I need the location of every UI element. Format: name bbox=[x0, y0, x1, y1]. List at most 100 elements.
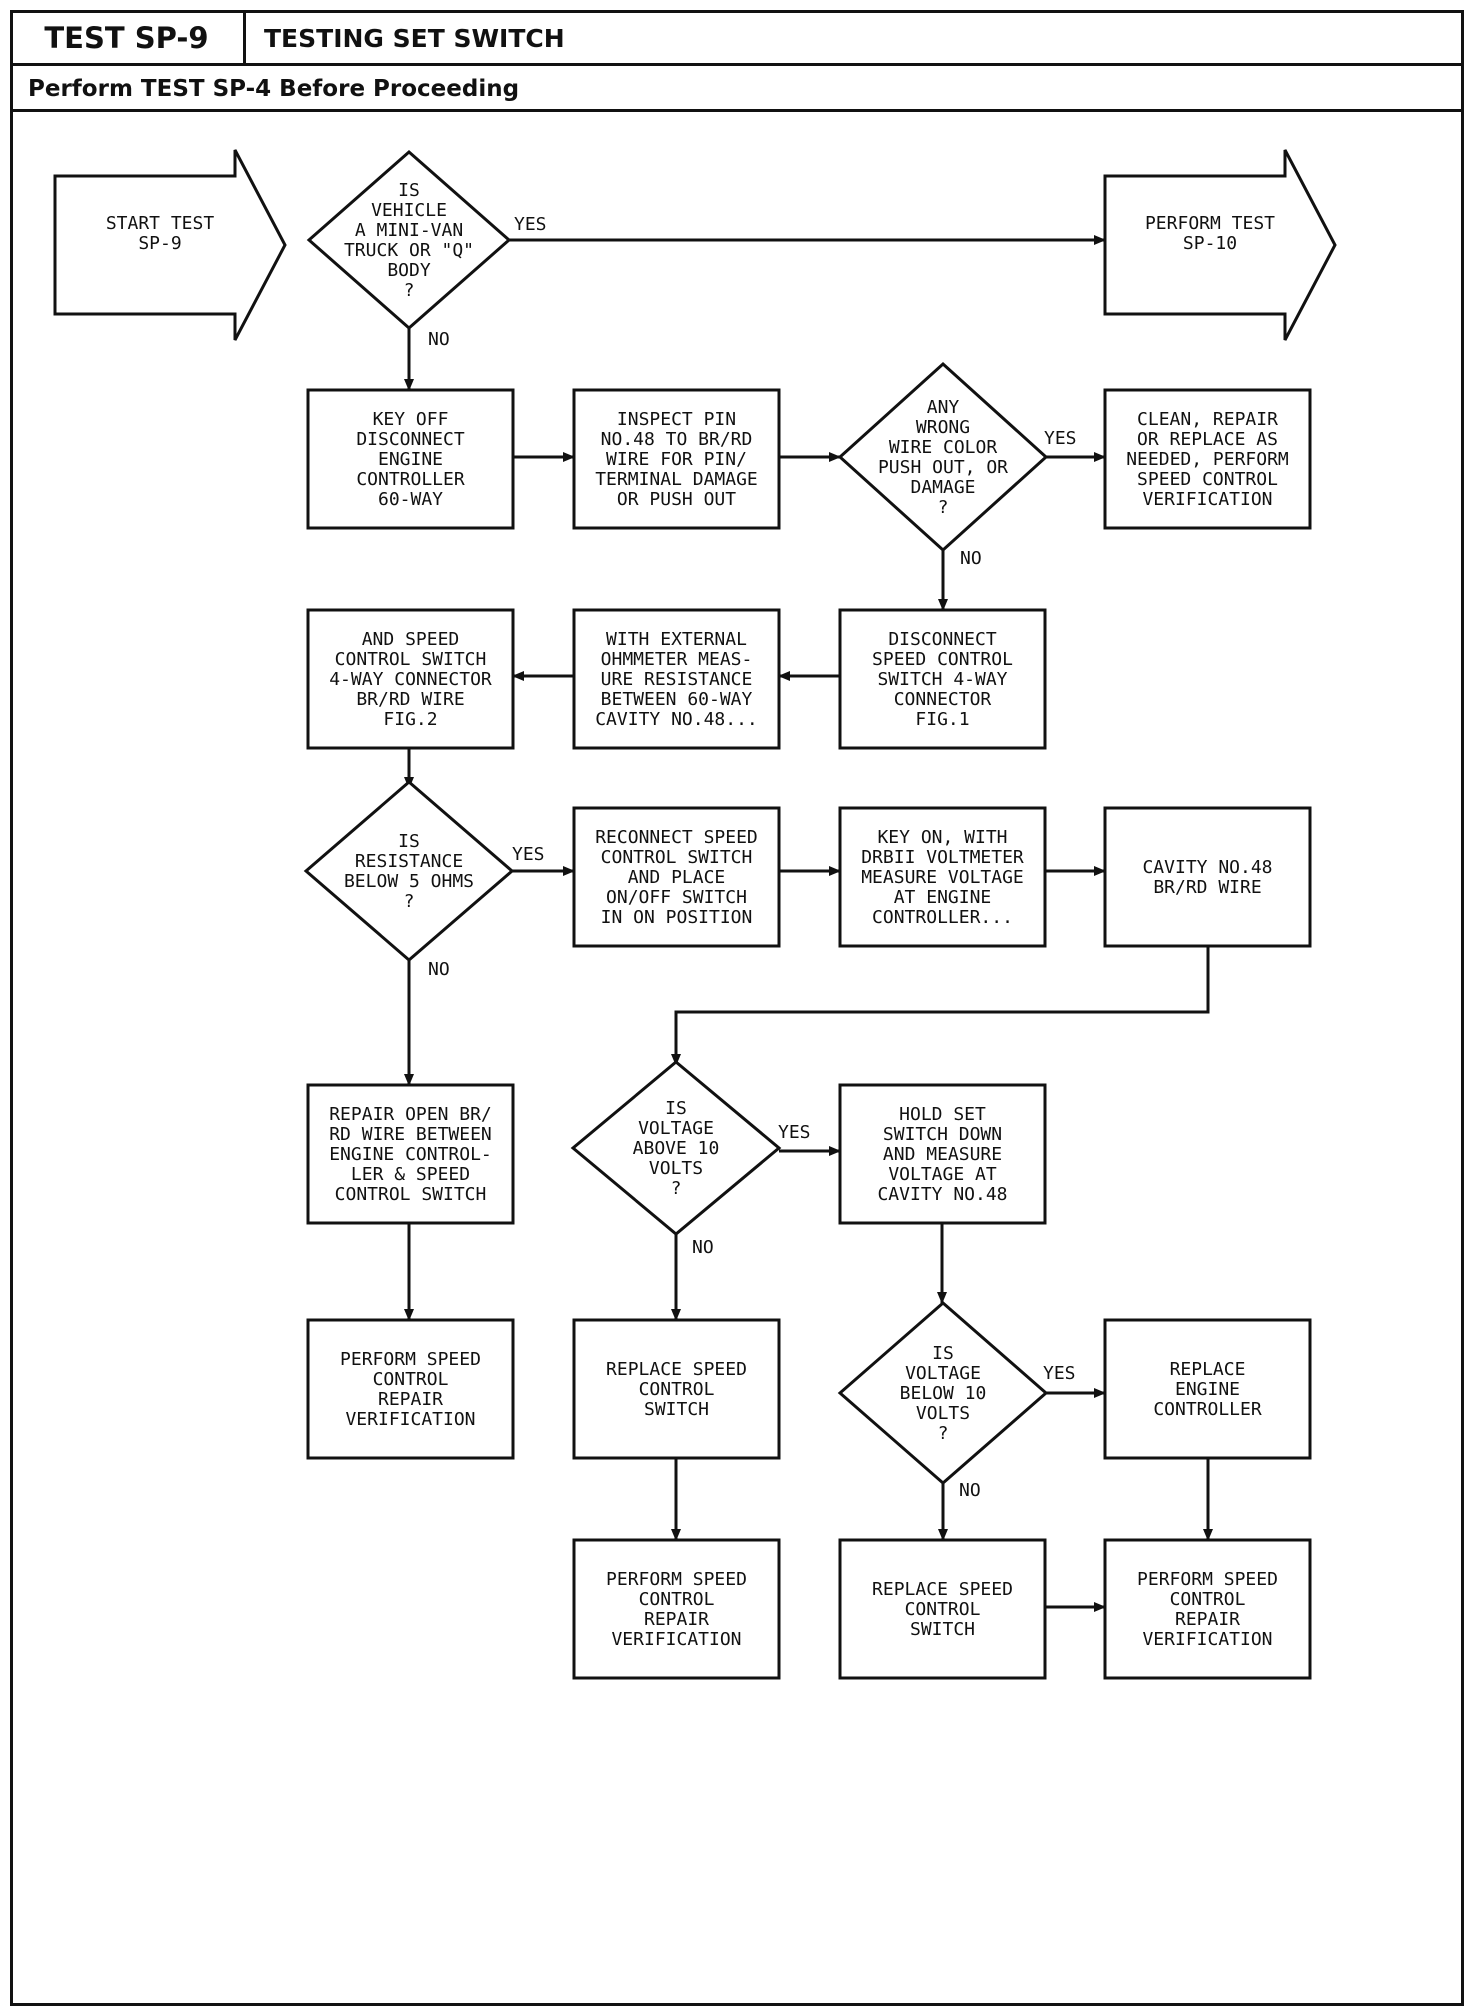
perform-verif-3-text-line: CONTROL bbox=[1170, 1589, 1246, 1610]
disconnect-switch-text-line: CONNECTOR bbox=[894, 689, 992, 710]
clean-repair-text-line: OR REPLACE AS bbox=[1137, 429, 1278, 450]
perform-verif-2-text-line: VERIFICATION bbox=[611, 1629, 741, 1650]
and-speed-text-line: BR/RD WIRE bbox=[356, 689, 464, 710]
repair-open-text-line: CONTROL SWITCH bbox=[335, 1184, 487, 1205]
d-vehicle-text-line: BODY bbox=[387, 260, 431, 281]
key-off-text-line: DISCONNECT bbox=[356, 429, 465, 450]
hold-set-text-line: CAVITY NO.48 bbox=[877, 1184, 1007, 1205]
d-above10-text-line: ? bbox=[671, 1178, 682, 1199]
d-vehicle-text-line: A MINI-VAN bbox=[355, 220, 463, 241]
yes-label: YES bbox=[1044, 428, 1077, 449]
key-on-text-line: DRBII VOLTMETER bbox=[861, 847, 1024, 868]
inspect-pin-text-line: OR PUSH OUT bbox=[617, 489, 736, 510]
page-frame bbox=[10, 10, 1464, 2006]
d-vehicle-text-line: IS bbox=[398, 180, 420, 201]
perform-verif-1-text-line: PERFORM SPEED bbox=[340, 1349, 481, 1370]
inspect-pin-text-line: TERMINAL DAMAGE bbox=[595, 469, 758, 490]
hold-set-text-line: AND MEASURE bbox=[883, 1144, 1002, 1165]
replace-engine-text-line: CONTROLLER bbox=[1153, 1399, 1262, 1420]
replace-switch-1-text-line: REPLACE SPEED bbox=[606, 1359, 747, 1380]
d-above10-text-line: IS bbox=[665, 1098, 687, 1119]
d-wrong-wire-text-line: ? bbox=[938, 497, 949, 518]
test-title: TESTING SET SWITCH bbox=[264, 23, 565, 53]
repair-open-text-line: REPAIR OPEN BR/ bbox=[329, 1104, 492, 1125]
ohmmeter-text-line: BETWEEN 60-WAY bbox=[601, 689, 753, 710]
replace-engine-text-line: ENGINE bbox=[1175, 1379, 1240, 1400]
flow-connector bbox=[671, 946, 1210, 1066]
and-speed-text-line: 4-WAY CONNECTOR bbox=[329, 669, 492, 690]
ohmmeter-text-line: OHMMETER MEAS- bbox=[601, 649, 753, 670]
start-text-line: SP-9 bbox=[138, 233, 181, 254]
hold-set-text-line: SWITCH DOWN bbox=[883, 1124, 1002, 1145]
inspect-pin-text-line: INSPECT PIN bbox=[617, 409, 736, 430]
d-below10-text-line: VOLTAGE bbox=[905, 1363, 981, 1384]
d-below10-text-line: VOLTS bbox=[916, 1403, 970, 1424]
key-on-text-line: AT ENGINE bbox=[894, 887, 992, 908]
prerequisite-row bbox=[10, 66, 1464, 112]
ohmmeter-text-line: URE RESISTANCE bbox=[601, 669, 753, 690]
d-below10-text-line: BELOW 10 bbox=[900, 1383, 987, 1404]
disconnect-switch-text-line: DISCONNECT bbox=[888, 629, 997, 650]
cavity48-text-line: CAVITY NO.48 bbox=[1142, 857, 1272, 878]
key-off-text-line: CONTROLLER bbox=[356, 469, 465, 490]
reconnect-text-line: ON/OFF SWITCH bbox=[606, 887, 747, 908]
inspect-pin-text-line: NO.48 TO BR/RD bbox=[601, 429, 753, 450]
d-resistance-text-line: IS bbox=[398, 831, 420, 852]
yes-label: YES bbox=[512, 844, 545, 865]
repair-open-text-line: ENGINE CONTROL- bbox=[329, 1144, 492, 1165]
replace-switch-2-text-line: SWITCH bbox=[910, 1619, 975, 1640]
d-above10-text-line: VOLTAGE bbox=[638, 1118, 714, 1139]
start-text-line: START TEST bbox=[106, 213, 215, 234]
replace-switch-1-text-line: SWITCH bbox=[644, 1399, 709, 1420]
and-speed-text-line: AND SPEED bbox=[362, 629, 460, 650]
key-on-text-line: MEASURE VOLTAGE bbox=[861, 867, 1024, 888]
no-label: NO bbox=[692, 1237, 714, 1258]
and-speed-text-line: FIG.2 bbox=[383, 709, 437, 730]
perform-verif-3-text-line: REPAIR bbox=[1175, 1609, 1240, 1630]
yes-label: YES bbox=[1043, 1363, 1076, 1384]
d-resistance-text-line: RESISTANCE bbox=[355, 851, 463, 872]
reconnect-text-line: CONTROL SWITCH bbox=[601, 847, 753, 868]
repair-open-text-line: RD WIRE BETWEEN bbox=[329, 1124, 492, 1145]
yes-label: YES bbox=[514, 214, 547, 235]
perform-verif-1-text-line: VERIFICATION bbox=[345, 1409, 475, 1430]
replace-switch-2-text-line: REPLACE SPEED bbox=[872, 1579, 1013, 1600]
no-label: NO bbox=[428, 959, 450, 980]
no-label: NO bbox=[428, 329, 450, 350]
d-wrong-wire-text-line: WRONG bbox=[916, 417, 970, 438]
d-wrong-wire-text-line: ANY bbox=[927, 397, 960, 418]
no-label: NO bbox=[959, 1480, 981, 1501]
disconnect-switch-text-line: SPEED CONTROL bbox=[872, 649, 1013, 670]
hold-set-text-line: VOLTAGE AT bbox=[888, 1164, 997, 1185]
d-below10-text-line: ? bbox=[938, 1423, 949, 1444]
d-vehicle-text-line: VEHICLE bbox=[371, 200, 447, 221]
yes-label: YES bbox=[778, 1122, 811, 1143]
d-resistance-text-line: BELOW 5 OHMS bbox=[344, 871, 474, 892]
d-vehicle-text-line: ? bbox=[404, 280, 415, 301]
key-on-text-line: CONTROLLER... bbox=[872, 907, 1013, 928]
ohmmeter-text-line: CAVITY NO.48... bbox=[595, 709, 758, 730]
connectors bbox=[404, 235, 1213, 1612]
cavity48-text-line: BR/RD WIRE bbox=[1153, 877, 1261, 898]
perform-sp10-text-line: SP-10 bbox=[1183, 233, 1237, 254]
